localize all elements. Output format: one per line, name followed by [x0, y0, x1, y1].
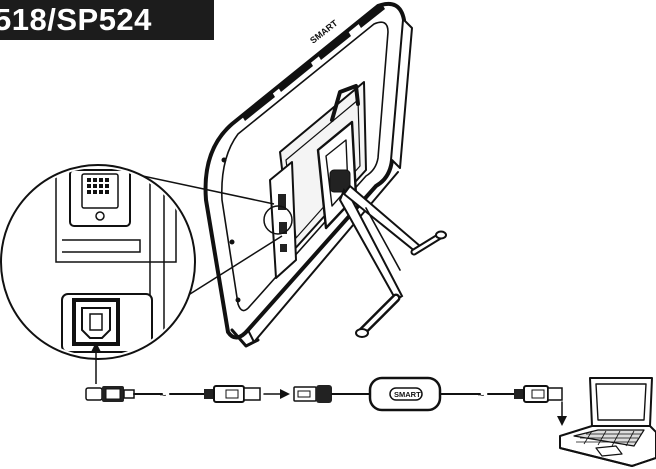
port-zoom-callout [0, 164, 293, 360]
cable-break-mark-2: ~ [478, 390, 484, 402]
stand [338, 184, 447, 338]
usb-cable-chain: ~ SMART ~ [85, 376, 567, 426]
vent-slots [242, 4, 385, 121]
arrow-into-extension [263, 389, 290, 399]
usb-a-receptacle [293, 385, 332, 403]
title-badge: 518/SP524 [0, 0, 214, 40]
usb-extender-box: SMART [368, 376, 442, 412]
arrow-up-to-port [91, 342, 101, 384]
extender-logo: SMART [394, 390, 421, 399]
usb-a-plug-2 [514, 385, 563, 403]
interactive-pen-display: SMART [203, 1, 413, 348]
arrow-down-to-laptop [557, 401, 567, 426]
laptop-computer [559, 377, 656, 467]
usb-a-plug-1 [204, 385, 261, 403]
usb-b-plug [85, 386, 135, 402]
model-title: 518/SP524 [0, 2, 152, 37]
cable-break-mark: ~ [160, 390, 166, 402]
